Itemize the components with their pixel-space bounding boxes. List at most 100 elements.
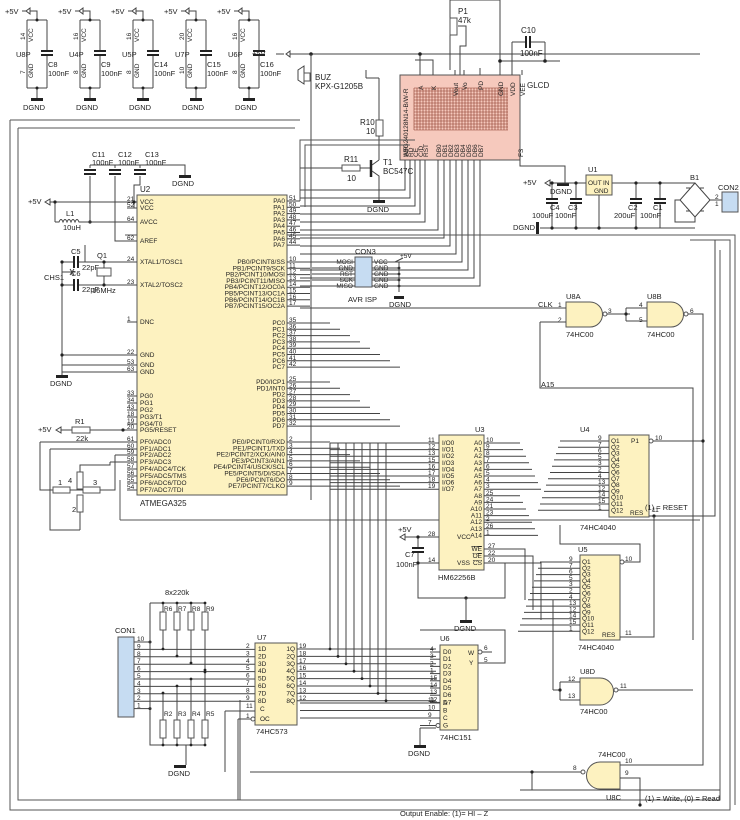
u8d-ref: U8D xyxy=(580,667,596,676)
glcd-pin-a: A xyxy=(418,85,425,90)
pin-name: 1D xyxy=(258,646,267,653)
con3-ref: CON3 xyxy=(355,247,376,256)
glcd-pin-ce: CE xyxy=(413,147,420,157)
joystick: 1 2 3 4 xyxy=(39,441,137,531)
junction xyxy=(203,601,207,605)
pin-number: 19 xyxy=(299,643,307,650)
glcd-pin-db2: DB2 xyxy=(448,144,455,157)
isp-connector-con3: CON3 AVR ISP MOSIGNDRSTSCKMISOVCCGNDGNDG… xyxy=(312,247,412,309)
pin-name: PA6 xyxy=(273,236,285,243)
pin-number: 10 xyxy=(486,437,494,444)
frame-wires xyxy=(9,119,736,811)
pin-number: 3 xyxy=(598,460,602,467)
dgnd-label: DGND xyxy=(23,103,46,112)
pin-name: PB4/PCINT12/OC0A xyxy=(225,284,286,291)
pin-number: 3 xyxy=(430,653,434,660)
pin-name: PF5/ADC5/TMS xyxy=(140,473,187,480)
pin-number: 45 xyxy=(289,233,297,240)
pin-number: 26 xyxy=(486,523,494,530)
joystick-pin-2: 2 xyxy=(72,505,76,514)
glcd-pin-vo: Vo xyxy=(462,82,469,90)
pin-name: D7 xyxy=(443,699,452,706)
t1-ref: T1 xyxy=(383,158,393,167)
pin-name: A10 xyxy=(470,506,482,513)
pin-name: A13 xyxy=(470,526,482,533)
pin-number: 31 xyxy=(289,414,297,421)
pin-number: 48 xyxy=(289,214,297,221)
c2-ref: C2 xyxy=(628,203,638,212)
pin-number: 60 xyxy=(127,443,135,450)
joystick-pin-3: 3 xyxy=(93,478,97,487)
pin-number: 15 xyxy=(428,457,436,464)
c11-value: 100nF xyxy=(92,158,114,167)
pin-name: Q3 xyxy=(611,451,620,458)
pin-name: PE4/PCINT4/USCK/SCL xyxy=(213,464,285,471)
pin-number: 28 xyxy=(289,395,297,402)
resistor-body xyxy=(173,611,181,631)
pin-name: PG2 xyxy=(140,407,153,414)
con1-pin-1: 1 xyxy=(137,703,141,710)
pin-number: 6 xyxy=(246,673,250,680)
pin-number: 4 xyxy=(289,449,293,456)
pin-name: DNC xyxy=(140,319,154,326)
con1-pin-8: 8 xyxy=(137,651,141,658)
u1-in: IN xyxy=(603,180,610,187)
glcd-bus-wire xyxy=(300,160,481,287)
u6-w-pin: 6 xyxy=(484,645,488,652)
pin-name: A3 xyxy=(474,460,482,467)
pin-name: GND xyxy=(140,369,155,376)
pin-number: 34 xyxy=(127,397,135,404)
joystick-pin-1: 1 xyxy=(58,478,62,487)
u4-ref: U4 xyxy=(580,425,590,434)
pin-number: 10 xyxy=(289,256,297,263)
c6-value: 22pF xyxy=(82,285,100,294)
pin-name: I/O4 xyxy=(442,466,455,473)
pin-name: A9 xyxy=(474,499,482,506)
pin-number: 40 xyxy=(289,349,297,356)
gnd-pin-label: GND xyxy=(134,63,141,78)
pin-name: Q1 xyxy=(582,559,591,566)
c4-value: 100uF xyxy=(532,211,554,220)
c10-value: 100nF xyxy=(520,49,543,58)
pin-number: 24 xyxy=(486,496,494,503)
pin-number: 7 xyxy=(428,720,432,727)
pin-number: 38 xyxy=(289,336,297,343)
junction xyxy=(161,647,165,651)
pin-name: D3 xyxy=(443,671,452,678)
pin-name: 3Q xyxy=(286,661,295,668)
pin-number: 3 xyxy=(569,581,573,588)
c4-ref: C4 xyxy=(550,203,560,212)
pin-name: PB1/PCINT9/SCK xyxy=(233,265,286,272)
u8c-pin-9: 9 xyxy=(625,770,629,777)
glcd-bus-wire xyxy=(300,160,426,223)
dgnd-label: DGND xyxy=(76,103,99,112)
u4-res: RES xyxy=(630,510,644,517)
pin-number: 25 xyxy=(486,490,494,497)
pin-name: PG0 xyxy=(140,393,153,400)
pin-name: PA1 xyxy=(273,204,285,211)
pin-number: 51 xyxy=(289,195,297,202)
pin-name: D1 xyxy=(443,656,452,663)
junction xyxy=(88,86,92,90)
ground-symbol xyxy=(137,98,149,101)
nand-u8c: 74HC00 U8C 10 9 8 (1) = Write, (0) = Rea… xyxy=(239,700,720,818)
u7-oc-pin: 1 xyxy=(246,713,250,720)
pin-name: C xyxy=(443,715,448,722)
pin-name: Q7 xyxy=(611,476,620,483)
junction xyxy=(194,18,198,22)
pin-name: VCC xyxy=(457,534,471,541)
pin-number: 36 xyxy=(289,323,297,330)
pin-name: A2 xyxy=(474,453,482,460)
pin-number: 5 xyxy=(598,454,602,461)
pin-number: 15 xyxy=(289,288,297,295)
pin-number: 4 xyxy=(569,594,573,601)
u8b-pin-6: 6 xyxy=(690,308,694,315)
pin-number: 33 xyxy=(127,390,135,397)
junction xyxy=(88,18,92,22)
junction xyxy=(376,692,380,695)
